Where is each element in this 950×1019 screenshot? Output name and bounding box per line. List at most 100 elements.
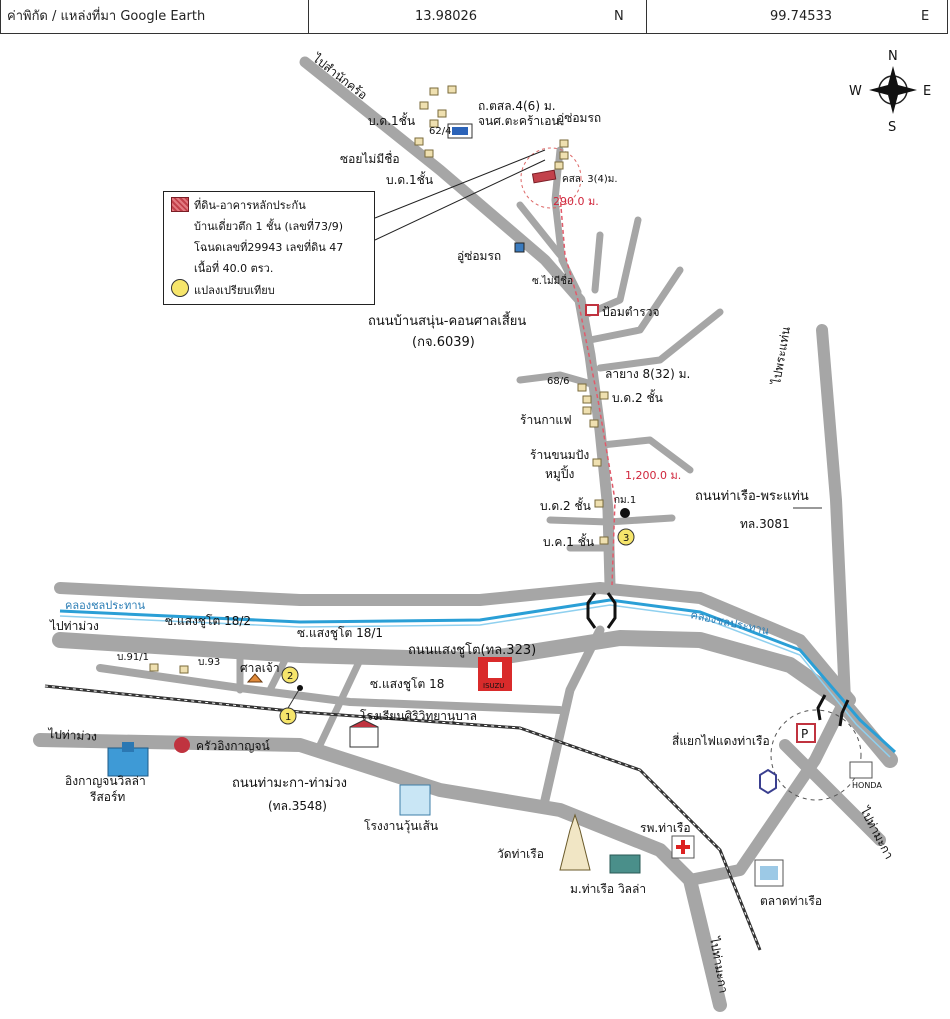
house-icon: [594, 499, 604, 508]
railway-line: [44, 684, 762, 951]
marker-dot: [297, 685, 303, 691]
label-road: ลายาง 8(32) ม.: [605, 367, 690, 381]
road-tha-maka-tha-muang: [33, 733, 727, 1012]
comparable-marker-1: 1: [279, 707, 297, 725]
label-temple: วัดท่าเรือ: [497, 847, 544, 861]
road-branch: [598, 436, 694, 474]
road-inner: [540, 625, 605, 805]
road-branch: [516, 201, 564, 259]
honda-logo-icon: [849, 761, 873, 779]
resort-icon: [107, 747, 149, 777]
label-house: บ.ค.1 ชั้น: [543, 533, 594, 549]
junction-circle: [770, 709, 862, 801]
compass-east: E: [923, 84, 931, 99]
house-icons: [149, 85, 609, 674]
house-icon: [437, 109, 447, 118]
label-soi: ซ.ไม่มีชื่อ: [532, 273, 573, 287]
restaurant-icon: [174, 737, 190, 753]
label-house-number: บ.91/1: [117, 652, 149, 663]
marker-label: 2: [287, 671, 293, 682]
house-icon: [447, 85, 457, 94]
label-house: บ.ด.1ชั้น: [368, 112, 415, 128]
label-isuzu: ISUZU: [483, 682, 504, 690]
compass-north: N: [888, 49, 898, 64]
house-icon: [599, 536, 609, 545]
road-branch: [586, 266, 684, 344]
road-branch: [581, 216, 642, 319]
house-icon: [589, 419, 599, 428]
factory-icon: [399, 784, 431, 816]
label-school: โรงเรียนศิริวิทยานุบาล: [360, 709, 477, 724]
table-divider: [308, 0, 309, 33]
radius-circle: [520, 147, 582, 209]
temple-icon: [559, 813, 591, 871]
label-km: กม.1: [614, 495, 636, 506]
label-restaurant: ครัวอิงกาญจน์: [196, 739, 270, 753]
label-soi: ซอยไม่มีชื่อ: [340, 150, 400, 166]
compass-west: W: [849, 84, 862, 99]
parking-icon: [796, 723, 816, 743]
label-house-number: 68/6: [547, 376, 569, 387]
school-icon-fill: [452, 127, 468, 135]
label-canal: คลองชลประทาน: [65, 599, 146, 612]
legend-pointer: [374, 149, 546, 241]
marker-label: 1: [285, 712, 291, 723]
label-market: ตลาดท่าเรือ: [760, 894, 822, 908]
school-roof: [349, 719, 379, 728]
railway: [44, 684, 762, 951]
label-to-tha-maka: ไปท่ามะกา: [857, 804, 896, 861]
subject-property-swatch: [171, 197, 189, 212]
label-school: จนศ.ตะคร้าเอน: [478, 114, 560, 128]
label-house-number: 62/4: [429, 126, 451, 137]
house-icon: [179, 665, 189, 674]
label-house: บ.ด.1ชั้น: [386, 171, 433, 187]
parking-label: P: [801, 727, 808, 741]
shrine-icon: [246, 673, 264, 683]
legend-subject-line: เนื้อที่ 40.0 ตรว.: [194, 262, 274, 275]
label-resort: อิงกาญจนวิลล่า: [65, 774, 146, 788]
table-divider: [646, 0, 647, 33]
marker-pointer: [287, 687, 301, 709]
compass-south: S: [888, 120, 896, 135]
map-legend: ที่ดิน-อาคารหลักประกัน บ้านเดี่ยวตึก 1 ช…: [163, 191, 375, 305]
road-tha-ruea-phra-thaen: [684, 324, 851, 886]
roads: [33, 56, 898, 1012]
label-to-phra-thaen: ไปพระแท่น: [769, 326, 793, 387]
house-icon: [559, 151, 569, 160]
longitude-value: 99.74533: [770, 9, 833, 24]
label-village: ม.ท่าเรือ วิลล่า: [570, 882, 646, 896]
house-icon: [577, 383, 587, 392]
house-icon: [149, 663, 159, 672]
legend-subject-title: ที่ดิน-อาคารหลักประกัน: [194, 199, 306, 212]
house-icon: [599, 391, 609, 400]
legend-comparable: แปลงเปรียบเทียบ: [194, 284, 275, 297]
label-house: บ.ด.2 ชั้น: [612, 389, 663, 405]
house-icon: [429, 119, 439, 128]
label-to-tha-muang: ไปท่าม่วง: [47, 727, 97, 744]
latitude-value: 13.98026: [415, 9, 478, 24]
label-main-road-code: (กจ.6039): [412, 335, 475, 350]
subject-property-icon: [531, 169, 557, 184]
comparable-swatch: [171, 279, 189, 297]
comparable-marker-3: 3: [617, 528, 635, 546]
label-resort-2: รีสอร์ท: [89, 790, 125, 804]
longitude-direction: E: [921, 9, 930, 24]
isuzu-logo-inner: [488, 662, 502, 678]
road-to-tha-maka: [779, 739, 886, 846]
label-tha-ruea-road-code: ทล.3081: [740, 517, 790, 531]
resort-icon-top: [122, 742, 134, 752]
house-icon: [582, 395, 592, 404]
label-house: บ.ด.2 ชั้น: [540, 497, 591, 513]
house-icon: [592, 458, 602, 467]
legend-subject-line: โฉนดเลขที่29943 เลขที่ดิน 47: [194, 241, 344, 254]
comparable-marker-2: 2: [281, 666, 299, 684]
house-icon: [582, 406, 592, 415]
road-soi-18-1: [266, 646, 294, 694]
road-branch: [596, 308, 724, 372]
label-distance: 290.0 ม.: [553, 195, 599, 208]
road-soi-18-link: [316, 656, 364, 749]
coordinate-table: ค่าพิกัด / แหล่งที่มา Google Earth 13.98…: [0, 0, 948, 34]
label-cafe: ร้านกาแฟ: [520, 413, 572, 427]
label-police: ป้อมตำรวจ: [602, 305, 659, 319]
bridge-icon: [586, 592, 617, 629]
